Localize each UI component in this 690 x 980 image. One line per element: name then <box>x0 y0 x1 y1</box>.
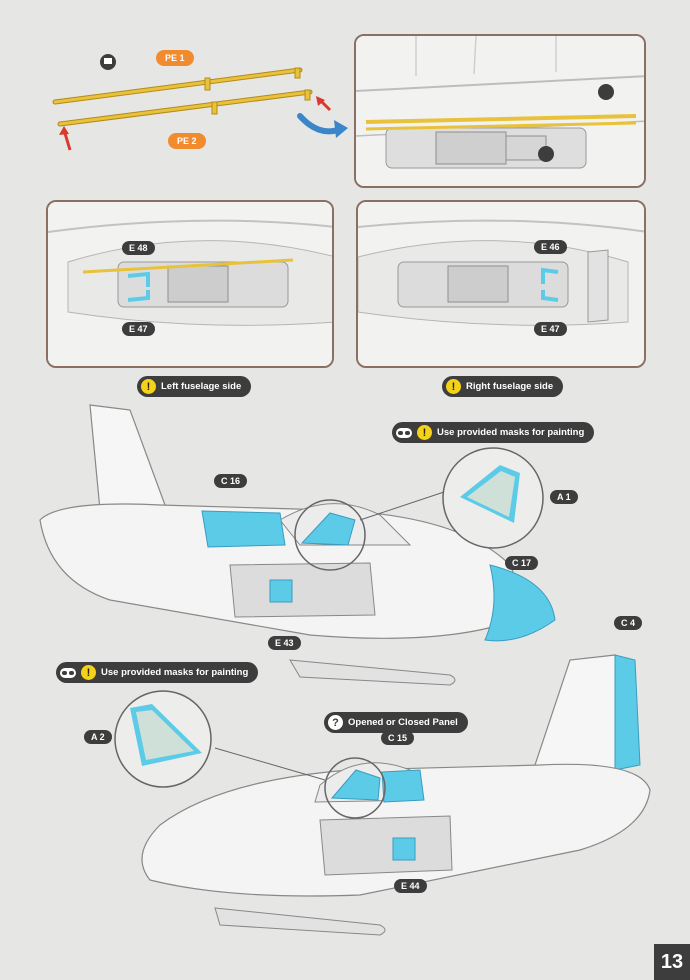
e47-left-label: E 47 <box>122 322 155 336</box>
attention-icon: ! <box>446 379 461 394</box>
masks-caption-bottom: ! Use provided masks for painting <box>56 662 259 683</box>
right-side-panel <box>356 200 646 368</box>
attention-icon: ! <box>417 425 432 440</box>
window-a2-detail <box>114 690 212 788</box>
pe-rails-drawing <box>52 54 332 151</box>
masks-caption-top: ! Use provided masks for painting <box>392 422 595 443</box>
page-number: 13 <box>654 944 690 980</box>
right-side-caption: ! Right fuselage side <box>442 376 564 397</box>
masks-caption-top-text: Use provided masks for painting <box>437 427 585 438</box>
e43-label: E 43 <box>268 636 301 650</box>
mask-icon <box>396 427 412 438</box>
rails-installed-panel <box>354 34 646 188</box>
a2-label: A 2 <box>84 730 112 744</box>
window-a1-detail <box>442 447 544 549</box>
right-side-drawing <box>358 202 644 366</box>
attention-icon: ! <box>81 665 96 680</box>
right-side-caption-text: Right fuselage side <box>466 381 554 392</box>
step-arrow-icon <box>297 113 348 138</box>
a1-label: A 1 <box>550 490 578 504</box>
left-side-drawing <box>48 202 332 366</box>
c15-label: C 15 <box>381 731 415 745</box>
masks-caption-bottom-text: Use provided masks for painting <box>101 667 249 678</box>
c16-label: C 16 <box>214 474 248 488</box>
optional-panel-caption-text: Opened or Closed Panel <box>348 717 458 728</box>
e48-label: E 48 <box>122 241 155 255</box>
optional-panel-caption: ? Opened or Closed Panel <box>324 712 468 733</box>
left-side-caption-text: Left fuselage side <box>161 381 242 392</box>
mask-icon <box>60 667 76 678</box>
left-side-caption: ! Left fuselage side <box>137 376 252 397</box>
e46-label: E 46 <box>534 240 567 254</box>
attention-icon: ! <box>141 379 156 394</box>
e47-right-label: E 47 <box>534 322 567 336</box>
rails-installed-drawing <box>356 36 644 186</box>
e44-label: E 44 <box>394 879 427 893</box>
aircraft-right-view-drawing <box>39 404 556 686</box>
aircraft-left-view-drawing <box>141 654 651 936</box>
c4-label: C 4 <box>614 616 643 630</box>
left-side-panel <box>46 200 334 368</box>
c17-label: C 17 <box>505 556 539 570</box>
pe1-callout: PE 1 <box>156 50 194 66</box>
pe2-callout: PE 2 <box>168 133 206 149</box>
question-icon: ? <box>328 715 343 730</box>
